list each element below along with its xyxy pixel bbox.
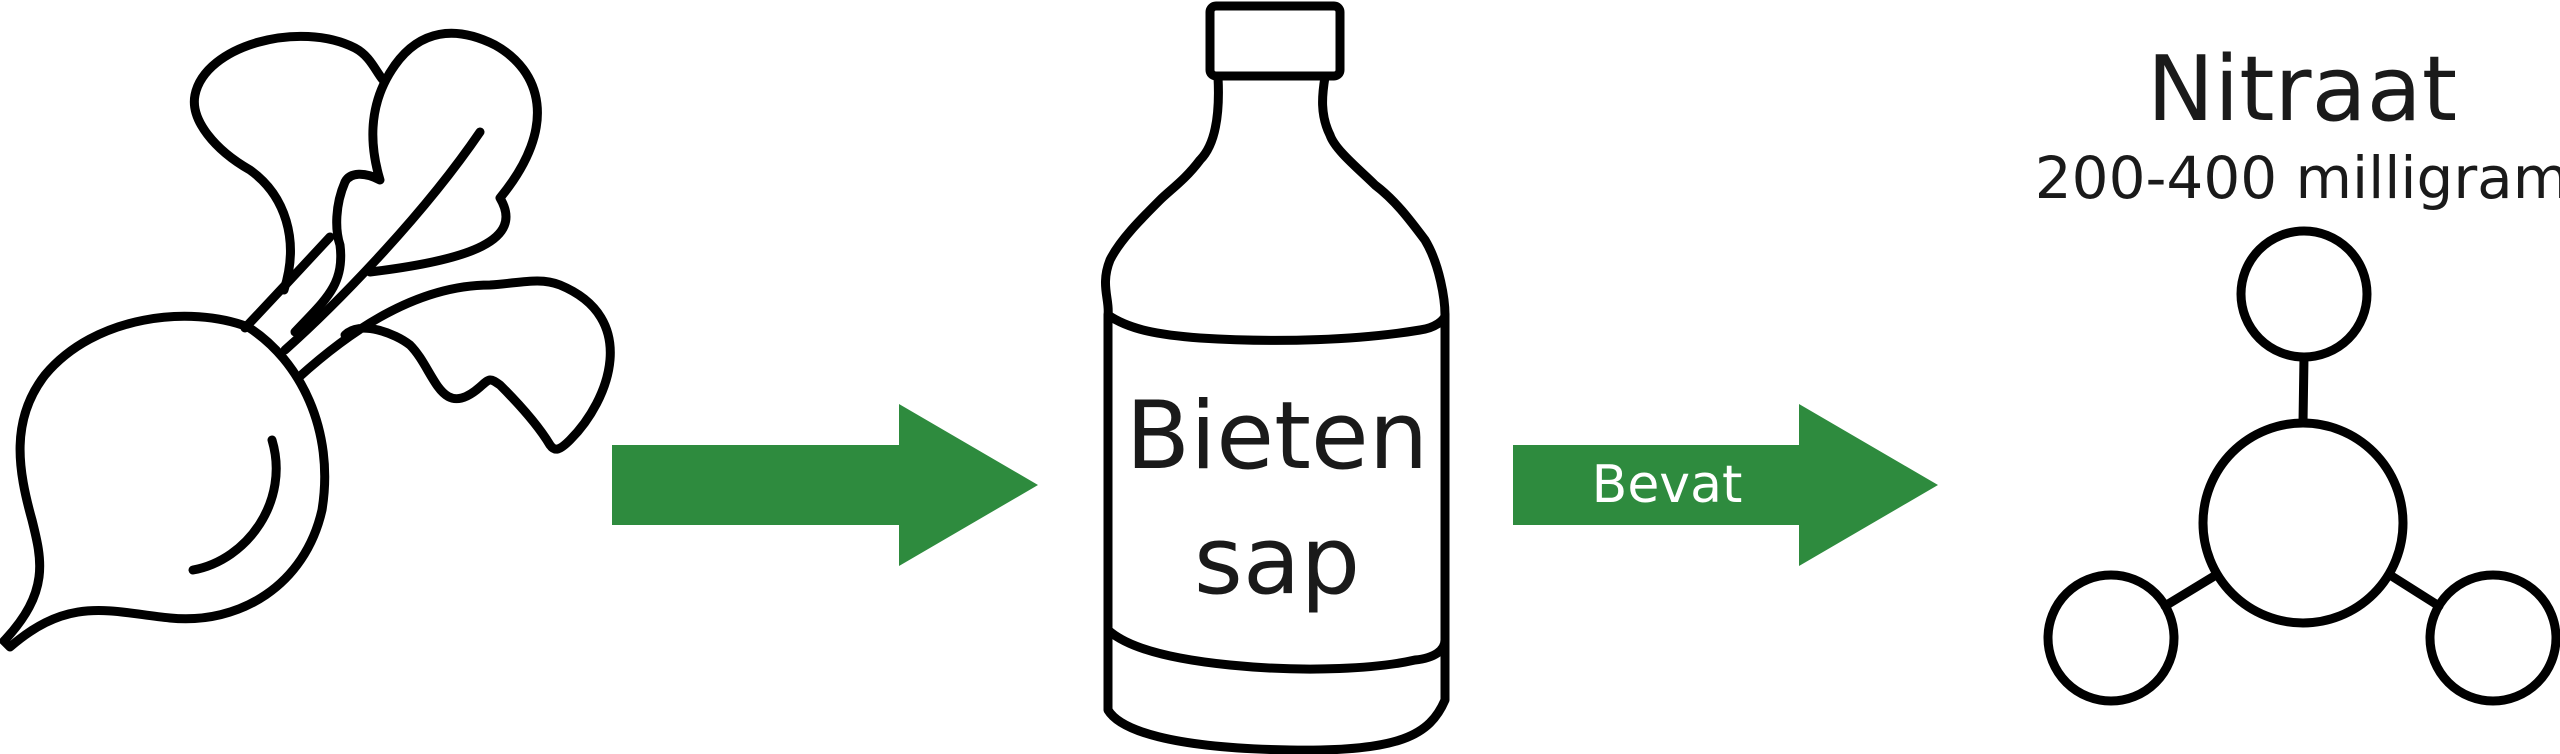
molecule-icon	[2043, 226, 2560, 706]
arrow-juice-to-nitrate	[1513, 404, 1938, 566]
arrow-label-bevat: Bevat	[1592, 455, 1743, 515]
bottle-icon	[1101, 1, 1450, 754]
juice-label-line2: sap	[1194, 507, 1360, 616]
nitrate-title: Nitraat	[2147, 37, 2457, 142]
juice-label-line1: Bieten	[1126, 382, 1429, 491]
nitrate-amount: 200-400 milligram	[2035, 144, 2560, 212]
beetroot-icon	[0, 28, 615, 652]
arrow-beet-to-juice	[612, 404, 1038, 566]
